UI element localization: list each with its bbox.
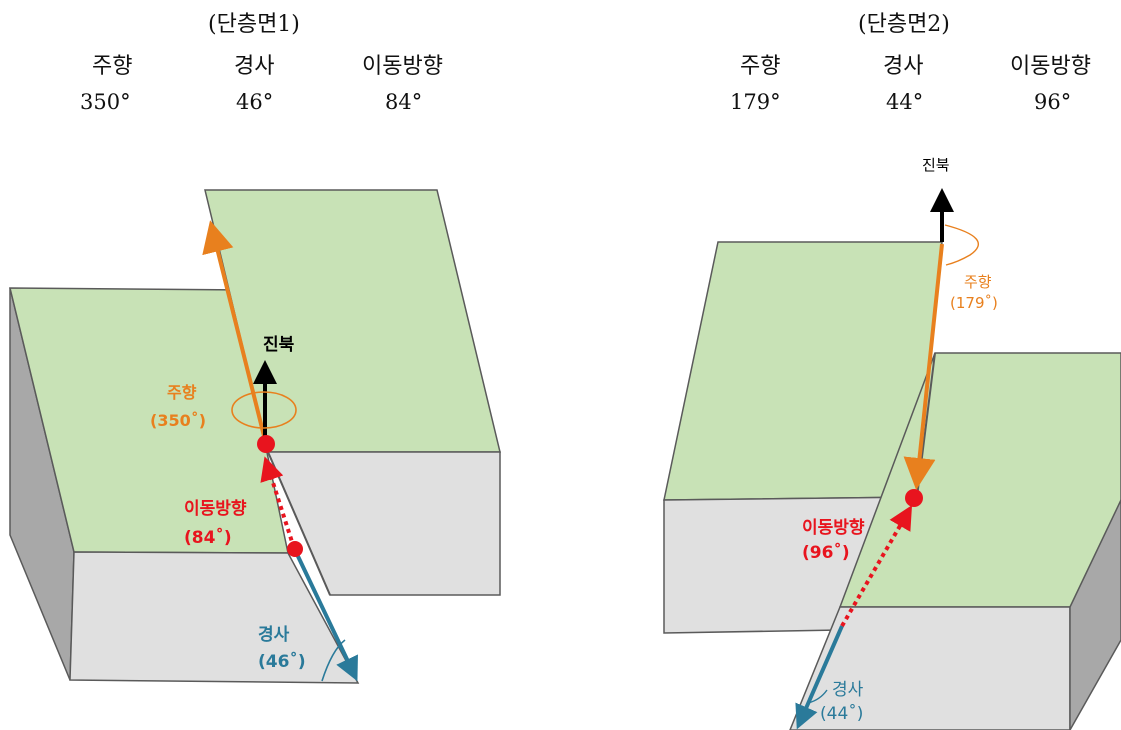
block-1-upper-front-face	[266, 451, 501, 596]
dip-label-1: 경사	[258, 625, 290, 645]
fault-plane-2-move-header: 이동방향	[1010, 54, 1091, 79]
dip-value-label-1: (46˚)	[258, 650, 306, 672]
movement-label-2: 이동방향	[802, 517, 865, 538]
movement-point-top-1	[257, 435, 275, 453]
block-1-lower-top-face	[9, 287, 289, 554]
strike-label-1: 주향	[167, 383, 197, 402]
movement-label-1: 이동방향	[184, 498, 247, 519]
fault-plane-1-strike-value: 350°	[80, 90, 131, 114]
fault-plane-2-strike-value: 179°	[730, 90, 781, 114]
fault-plane-2-dip-header: 경사	[883, 54, 924, 79]
fault-plane-2-dip-value: 44°	[886, 90, 924, 114]
fault-plane-2-strike-header: 주향	[740, 54, 781, 79]
strike-value-label-1: (350˚)	[150, 411, 206, 430]
dip-label-2: 경사	[832, 680, 864, 700]
movement-value-label-2: (96˚)	[802, 541, 850, 563]
strike-value-label-2: (179˚)	[950, 294, 998, 312]
dip-arrow-2	[795, 625, 844, 730]
block-2-right-front-face	[789, 606, 1071, 730]
fault-plane-2-title: (단층면2)	[858, 12, 950, 37]
block-2-right-top-face	[838, 352, 1121, 608]
block-2-right-side-face	[1069, 499, 1121, 730]
fault-plane-1-dip-value: 46°	[236, 90, 274, 114]
fault-plane-1-title: (단층면1)	[208, 12, 300, 37]
movement-arrow-1	[260, 456, 296, 549]
movement-point-top-2	[905, 489, 923, 507]
strike-arrow-1	[202, 220, 267, 441]
fault-block-2	[663, 241, 1121, 730]
north-label-2: 진북	[922, 156, 950, 174]
dip-value-label-2: (44˚)	[820, 703, 863, 724]
strike-arrow-2	[903, 243, 944, 490]
movement-point-bottom-1	[287, 541, 303, 557]
dip-arrow-1	[293, 549, 358, 682]
fault-block-1	[9, 189, 501, 684]
dip-angle-arc-1	[321, 639, 346, 682]
fault-plane-2-move-value: 96°	[1034, 90, 1072, 114]
block-1-lower-front-face	[69, 551, 360, 684]
strike-label-2: 주향	[964, 273, 992, 291]
strike-angle-arc-2	[944, 224, 980, 266]
fault-plane-1-move-header: 이동방향	[362, 54, 443, 79]
movement-arrow-2	[840, 505, 913, 628]
dip-angle-arc-2	[807, 689, 828, 704]
fault-plane-1-move-value: 84°	[385, 90, 423, 114]
movement-value-label-1: (84˚)	[184, 526, 232, 548]
fault-plane-1-strike-header: 주향	[92, 54, 133, 79]
north-label-1: 진북	[263, 335, 295, 355]
strike-angle-arc-1	[231, 391, 297, 429]
fault-plane-1-dip-header: 경사	[234, 54, 275, 79]
